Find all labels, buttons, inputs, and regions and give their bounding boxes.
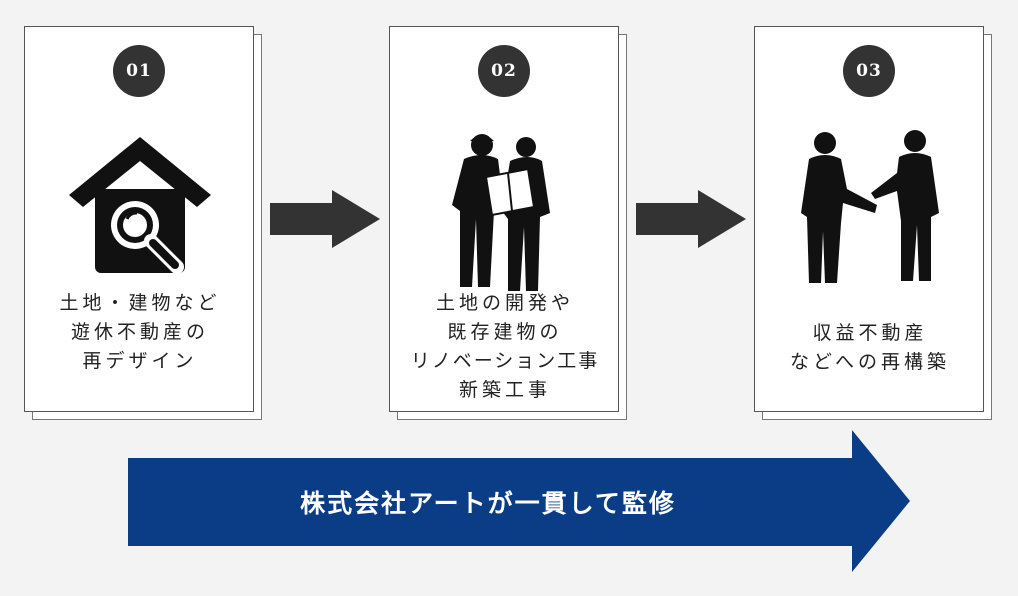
- step-number-badge: 01: [113, 45, 165, 97]
- step-description: 収益不動産 などへの再構築: [755, 319, 985, 377]
- step-arrow-right-1: [270, 190, 380, 248]
- card-front: 01 土地・建物など 遊休不動産の 再デザイン: [24, 26, 254, 412]
- description-line: 再デザイン: [82, 350, 198, 372]
- step-number-badge: 03: [843, 45, 895, 97]
- card-front: 03 収益不動産 などへの再構築: [754, 26, 984, 412]
- banner-label: 株式会社アートが一貫して監修: [300, 489, 676, 518]
- step-description: 土地・建物など 遊休不動産の 再デザイン: [25, 289, 255, 376]
- description-line: 新築工事: [458, 379, 551, 401]
- description-line: などへの再構築: [789, 351, 951, 373]
- description-line: 収益不動産: [812, 322, 928, 344]
- step-description: 土地の開発や 既存建物の リノベーション工事 新築工事: [390, 289, 620, 405]
- workers-discussing-plan-icon: [452, 134, 550, 291]
- card-front: 02 土地の開発や 既存建物の リノベーション工事 新築工事: [389, 26, 619, 412]
- step-card-2: 02 土地の開発や 既存建物の リノベーション工事 新築工事: [389, 26, 627, 420]
- step-arrow-right-2: [636, 190, 746, 248]
- description-line: 既存建物の: [447, 321, 563, 343]
- step-card-3: 03 収益不動産 などへの再構築: [754, 26, 992, 420]
- description-line: 土地・建物など: [59, 292, 221, 314]
- step-card-1: 01 土地・建物など 遊休不動産の 再デザイン: [24, 26, 262, 420]
- house-magnifier-icon: [69, 137, 211, 274]
- supervision-banner-arrow: [128, 430, 910, 572]
- description-line: 土地の開発や: [435, 292, 574, 314]
- handshake-icon: [801, 130, 939, 283]
- step-number-badge: 02: [478, 45, 530, 97]
- description-line: 遊休不動産の: [70, 321, 209, 343]
- description-line: リノベーション工事: [410, 350, 600, 372]
